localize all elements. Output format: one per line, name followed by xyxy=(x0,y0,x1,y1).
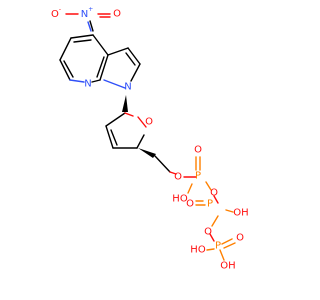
atom-p3-oh-left: HO xyxy=(190,245,206,256)
nitro-group xyxy=(65,13,111,32)
atom-pyrrole-n: N xyxy=(124,82,131,93)
structure-svg: O- N+ O N N O O P O HO O P O OH O P O OH… xyxy=(51,6,249,272)
atom-p2-oh: OH xyxy=(233,208,248,219)
atom-p3-o-double: O xyxy=(236,233,244,244)
sugar-ring xyxy=(105,112,171,173)
atom-p3-oh-right: OH xyxy=(220,261,235,272)
atom-p2-o-double: O xyxy=(186,199,194,210)
atom-labels: O- N+ O N N O O P O HO O P O OH O P O OH… xyxy=(51,6,249,272)
atom-p3: P xyxy=(215,241,221,252)
atom-p1-oh: HO xyxy=(172,194,188,205)
triphosphate-chain xyxy=(169,156,236,261)
atom-ring-o: O xyxy=(145,117,153,128)
glycosidic-bond xyxy=(122,95,128,112)
pyrrole-ring xyxy=(103,47,141,89)
atom-nitro-n: N+ xyxy=(81,6,94,20)
atom-nitro-o-minus: O- xyxy=(51,6,61,20)
molecule-diagram: O- N+ O N N O O P O HO O P O OH O P O OH… xyxy=(51,6,249,272)
atom-p1: P xyxy=(195,171,201,182)
atom-bridge-o2: O xyxy=(204,227,212,238)
atom-bridge-o1: O xyxy=(210,188,218,199)
atom-p2: P xyxy=(207,199,213,210)
atom-p1-o-double: O xyxy=(194,145,202,156)
pyridine-ring xyxy=(59,34,109,83)
atom-ester-o: O xyxy=(174,172,182,183)
atom-nitro-o: O xyxy=(113,9,121,20)
atom-pyridine-n: N xyxy=(84,79,91,90)
